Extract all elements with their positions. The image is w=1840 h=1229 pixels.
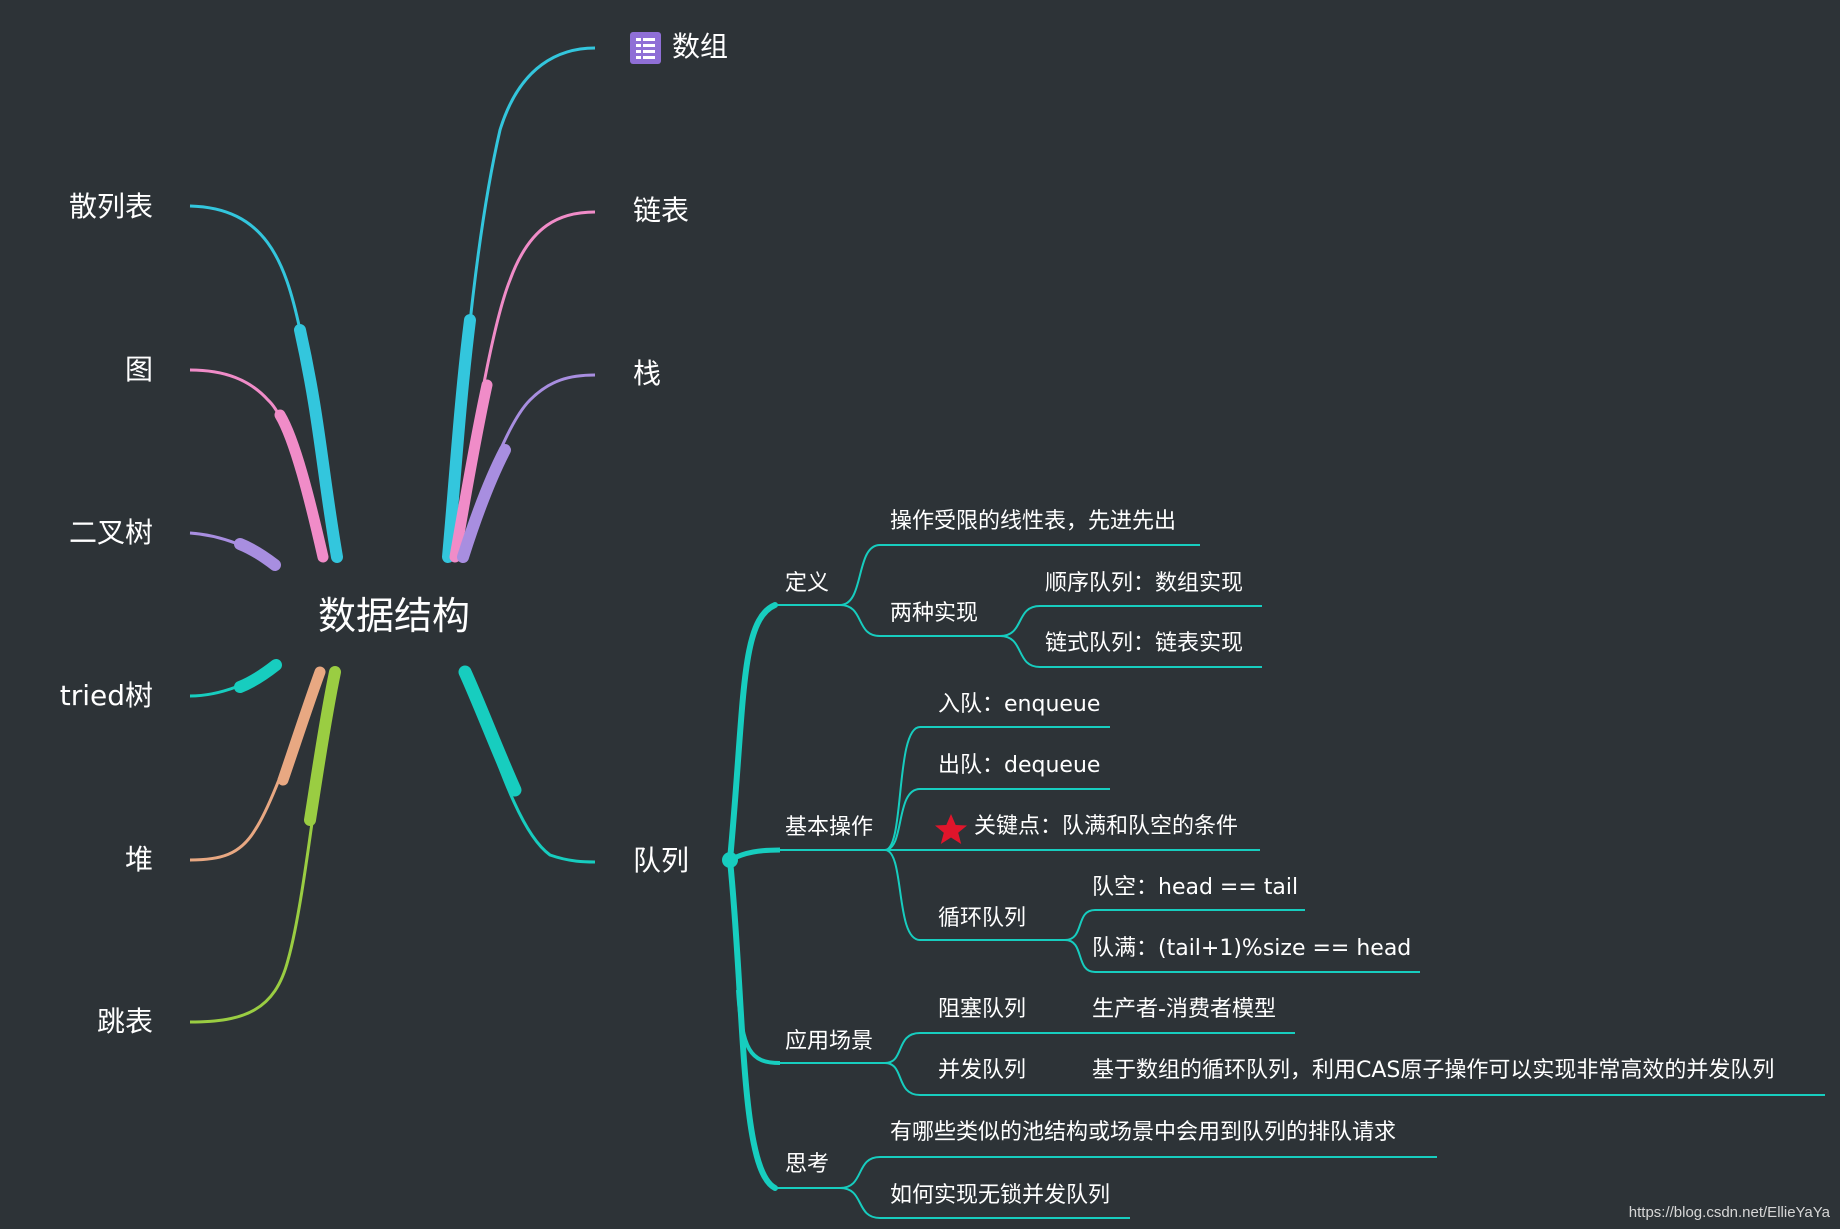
node-heap[interactable]: 堆: [124, 843, 153, 876]
node-hash-table[interactable]: 散列表: [68, 190, 153, 223]
node-linked-list[interactable]: 链表: [633, 194, 690, 227]
node-queue-full[interactable]: 队满：(tail+1)%size == head: [1092, 936, 1412, 961]
watermark: https://blog.csdn.net/EllieYaYa: [1628, 1204, 1830, 1221]
queue-bracket: [727, 602, 778, 1191]
branch-linked-list-thick: [449, 379, 493, 563]
node-definition[interactable]: 定义: [785, 571, 830, 596]
node-producer-consumer[interactable]: 生产者-消费者模型: [1092, 997, 1276, 1022]
center-node[interactable]: 数据结构: [318, 594, 471, 638]
branch-heap-thick: [277, 666, 326, 786]
branch-stack-thick: [457, 444, 511, 563]
node-key-point[interactable]: 关键点：队满和队空的条件: [974, 814, 1239, 839]
node-sequential-queue[interactable]: 顺序队列：数组实现: [1045, 571, 1244, 596]
queue-to-basic: [728, 847, 781, 863]
node-cas-concurrent[interactable]: 基于数组的循环队列，利用CAS原子操作可以实现非常高效的并发队列: [1092, 1058, 1775, 1083]
branch-trie-thick: [234, 659, 282, 693]
branch-graph-thick: [274, 409, 329, 563]
branch-skip-list-thick: [304, 666, 341, 826]
node-enqueue[interactable]: 入队：enqueue: [938, 692, 1101, 717]
node-lockfree-question[interactable]: 如何实现无锁并发队列: [890, 1183, 1111, 1208]
queue-to-scenarios: [736, 989, 781, 1065]
branch-skip-list: [189, 671, 337, 1024]
branch-binary-tree-thick: [234, 538, 281, 571]
queue-connectors: [775, 544, 1825, 1219]
node-concurrent-queue[interactable]: 并发队列: [938, 1058, 1027, 1083]
node-queue[interactable]: 队列: [633, 844, 690, 877]
node-dequeue[interactable]: 出队：dequeue: [938, 753, 1101, 778]
table-icon: [630, 32, 661, 64]
node-array[interactable]: 数组: [672, 30, 729, 63]
node-circular-queue[interactable]: 循环队列: [938, 906, 1027, 931]
node-scenarios[interactable]: 应用场景: [785, 1029, 874, 1054]
node-trie[interactable]: tried树: [59, 679, 153, 712]
node-linked-queue[interactable]: 链式队列：链表实现: [1045, 631, 1244, 656]
star-icon: [935, 814, 967, 844]
node-blocking-queue[interactable]: 阻塞队列: [938, 997, 1027, 1022]
node-basic-operations[interactable]: 基本操作: [785, 815, 874, 840]
node-thinking[interactable]: 思考: [785, 1152, 830, 1177]
branch-hash-table-thick: [294, 324, 343, 563]
node-stack[interactable]: 栈: [633, 357, 662, 390]
branch-queue-thick: [458, 665, 522, 797]
node-pool-question[interactable]: 有哪些类似的池结构或场景中会用到队列的排队请求: [890, 1120, 1397, 1145]
node-graph[interactable]: 图: [124, 353, 153, 386]
node-restricted-linear[interactable]: 操作受限的线性表，先进先出: [890, 509, 1177, 534]
node-binary-tree[interactable]: 二叉树: [68, 516, 153, 549]
branch-array-thick: [442, 314, 476, 563]
branch-queue: [463, 671, 596, 864]
node-two-implementations[interactable]: 两种实现: [890, 601, 979, 626]
node-queue-empty[interactable]: 队空：head == tail: [1092, 875, 1299, 900]
node-skip-list[interactable]: 跳表: [96, 1005, 153, 1038]
branch-heap: [189, 671, 322, 862]
